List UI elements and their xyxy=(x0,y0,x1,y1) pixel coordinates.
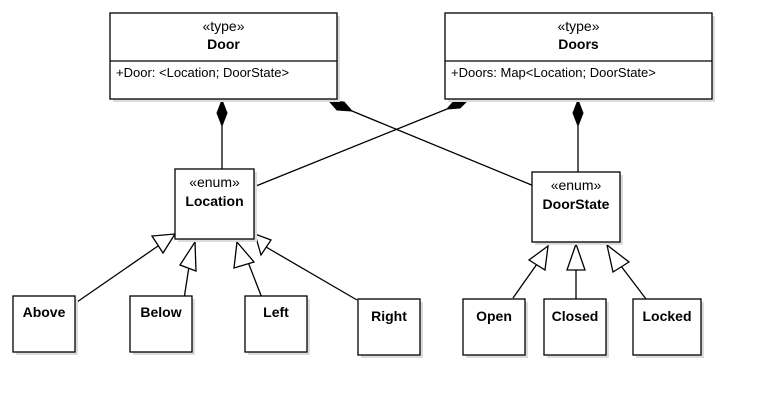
door-type-class[interactable]: «type» Door +Door: <Location; DoorState> xyxy=(109,12,340,102)
above-label: Above xyxy=(23,304,66,320)
doors-stereotype: «type» xyxy=(557,18,599,34)
location-enum-name: Location xyxy=(185,193,243,209)
doors-doorstate-composition-diamond xyxy=(572,98,584,128)
closed-generalization-arrow xyxy=(566,242,586,271)
door-class-name: Door xyxy=(207,36,240,52)
location-enum[interactable]: «enum» Location xyxy=(174,168,257,242)
locked-label: Locked xyxy=(642,308,691,324)
doors-location-composition-line xyxy=(255,108,448,187)
door-stereotype: «type» xyxy=(202,18,244,34)
open-generalization-arrow xyxy=(527,244,549,272)
location-stereotype: «enum» xyxy=(189,174,240,190)
doorstate-value-closed[interactable]: Closed xyxy=(543,298,609,358)
left-label: Left xyxy=(263,304,289,320)
above-generalization-arrow xyxy=(150,233,177,255)
below-label: Below xyxy=(140,304,181,320)
door-doorstate-composition-line xyxy=(351,110,535,187)
doorstate-enum-name: DoorState xyxy=(543,196,610,212)
door-doorstate-composition-diamond xyxy=(327,100,354,112)
doors-attribute: +Doors: Map<Location; DoorState> xyxy=(451,65,656,80)
connectors xyxy=(76,98,647,303)
doorstate-stereotype: «enum» xyxy=(551,177,602,193)
below-generalization-arrow xyxy=(179,239,197,272)
locked-generalization-arrow xyxy=(605,243,631,274)
above-generalization-line xyxy=(76,245,159,303)
right-label: Right xyxy=(371,308,407,324)
location-value-left[interactable]: Left xyxy=(244,295,310,355)
location-value-right[interactable]: Right xyxy=(357,298,423,358)
door-location-composition-diamond xyxy=(216,98,228,128)
open-label: Open xyxy=(476,308,512,324)
locked-generalization-line xyxy=(620,265,647,300)
left-generalization-line xyxy=(247,261,263,299)
doorstate-value-locked[interactable]: Locked xyxy=(632,298,704,358)
right-generalization-arrow xyxy=(254,232,272,257)
doorstate-enum[interactable]: «enum» DoorState xyxy=(531,171,623,245)
doors-type-class[interactable]: «type» Doors +Doors: Map<Location; DoorS… xyxy=(444,12,715,102)
right-generalization-line xyxy=(265,246,358,301)
door-attribute: +Door: <Location; DoorState> xyxy=(116,65,289,80)
doors-class-name: Doors xyxy=(558,36,599,52)
closed-label: Closed xyxy=(552,308,599,324)
location-value-below[interactable]: Below xyxy=(129,295,195,355)
left-generalization-arrow xyxy=(233,240,256,269)
open-generalization-line xyxy=(512,263,538,299)
doorstate-value-open[interactable]: Open xyxy=(462,298,528,358)
location-value-above[interactable]: Above xyxy=(12,295,78,355)
